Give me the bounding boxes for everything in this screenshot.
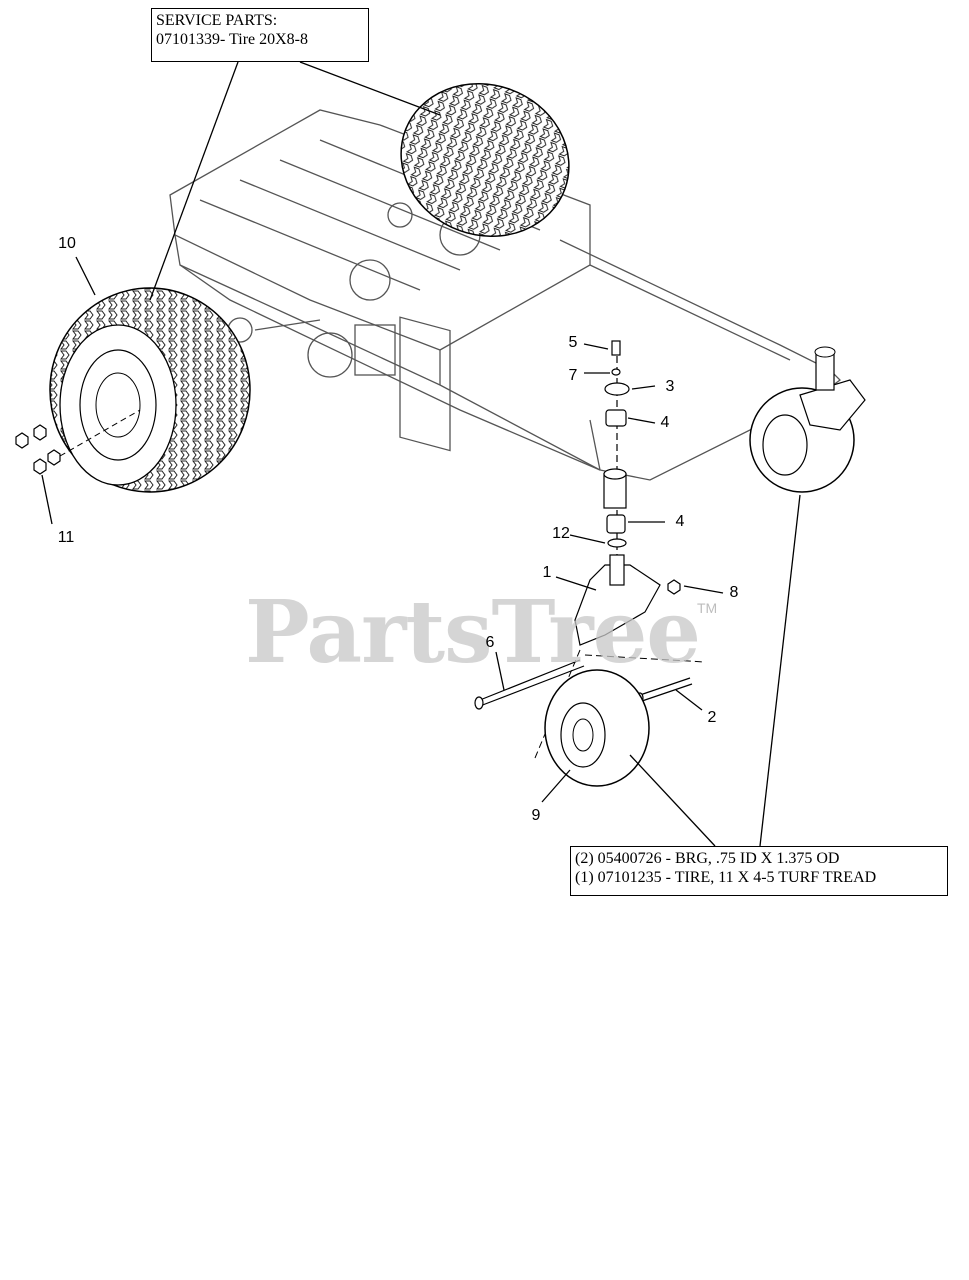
watermark-tm: TM: [697, 600, 718, 616]
service-callout-line1: SERVICE PARTS:: [156, 12, 278, 29]
part-label-11: 11: [57, 529, 75, 546]
service-parts-callout: SERVICE PARTS: 07101339- Tire 20X8-8: [151, 8, 369, 62]
part-label-1: 1: [542, 564, 552, 581]
bearing-callout: (2) 05400726 - BRG, .75 ID X 1.375 OD (1…: [570, 846, 948, 896]
service-callout-line2: 07101339- Tire 20X8-8: [156, 31, 309, 48]
part-label-3: 3: [665, 378, 675, 395]
lug-nuts: [15, 424, 61, 475]
part-label-4-upper: 4: [660, 414, 670, 431]
bearing-callout-line2: (1) 07101235 - TIRE, 11 X 4-5 TURF TREAD: [575, 869, 877, 886]
caster-wheel: [544, 669, 650, 787]
part-label-12: 12: [552, 525, 570, 542]
caster-assembly: [474, 340, 693, 710]
part-label-9: 9: [531, 807, 541, 824]
part-label-10: 10: [58, 235, 76, 252]
part-label-4-lower: 4: [675, 513, 685, 530]
part-label-8: 8: [729, 584, 739, 601]
rear-tire-left: [49, 287, 251, 493]
part-label-2: 2: [707, 709, 717, 726]
part-label-6: 6: [485, 634, 495, 651]
rear-tire-right: [400, 83, 570, 237]
part-label-5: 5: [568, 334, 578, 351]
leader-lines: [41, 61, 801, 847]
caster-wheel-right: [749, 346, 866, 493]
bearing-callout-line1: (2) 05400726 - BRG, .75 ID X 1.375 OD: [575, 850, 840, 867]
watermark: PartsTree: [245, 582, 701, 683]
part-label-7: 7: [568, 367, 578, 384]
